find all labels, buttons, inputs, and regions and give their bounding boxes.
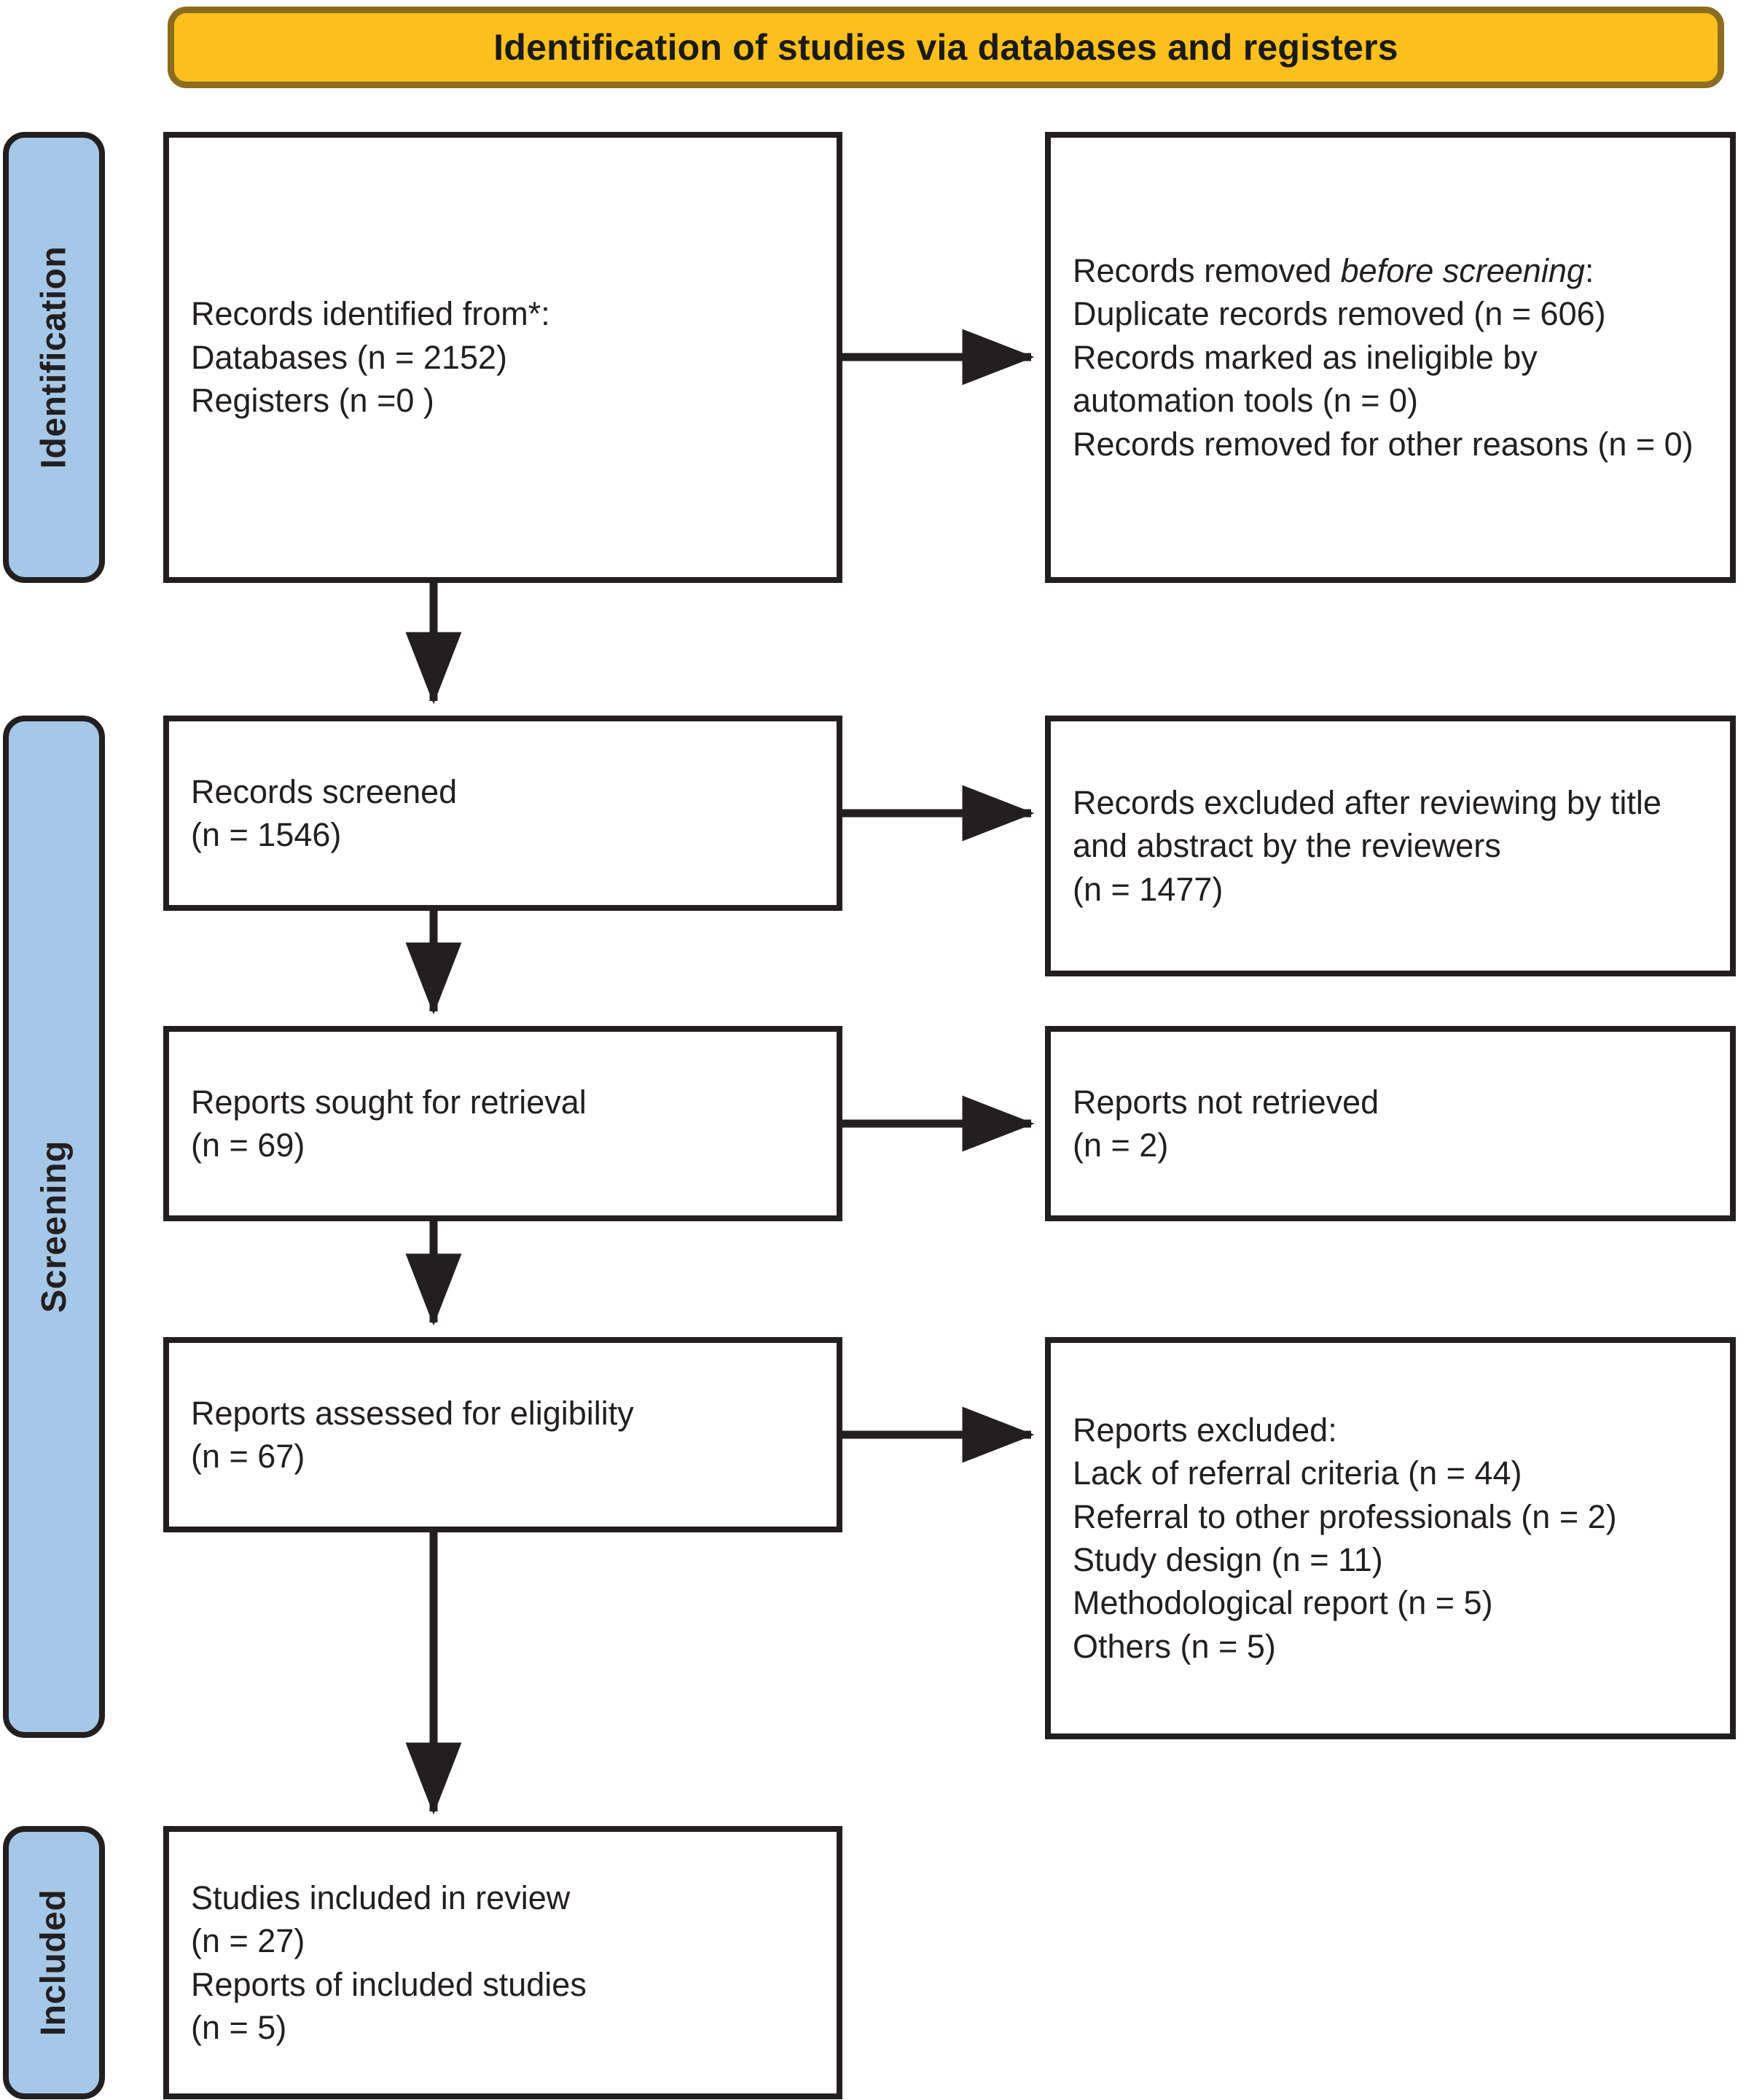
stage-tab-identification: Identification (3, 132, 105, 583)
line: Records identified from*: (191, 295, 550, 333)
box-reports-sought-for-retrieval: Reports sought for retrieval (n = 69) (163, 1026, 842, 1221)
stage-tab-screening-label: Screening (34, 1140, 74, 1313)
line: Reports assessed for eligibility (191, 1394, 634, 1432)
line: Reports not retrieved (1073, 1083, 1379, 1121)
box-records-screened-text: Records screened (n = 1546) (169, 770, 837, 857)
line: Referral to other professionals (n = 2) (1073, 1497, 1617, 1535)
line: Records excluded after reviewing by titl… (1073, 783, 1661, 865)
line: Records removed for other reasons (n = 0… (1073, 425, 1694, 463)
box-records-identified: Records identified from*: Databases (n =… (163, 132, 842, 583)
line: Lack of referral criteria (n = 44) (1073, 1454, 1522, 1492)
line: (n = 1477) (1073, 870, 1224, 908)
stage-tab-included: Included (3, 1826, 105, 2099)
line: Others (n = 5) (1073, 1627, 1276, 1665)
phase-banner-identification: Identification of studies via databases … (168, 7, 1724, 88)
lead-plain: Records removed (1073, 252, 1341, 290)
box-records-excluded-after-screening: Records excluded after reviewing by titl… (1045, 716, 1736, 976)
box-reports-excluded: Reports excluded: Lack of referral crite… (1045, 1337, 1736, 1739)
box-reports-assessed-for-eligibility: Reports assessed for eligibility (n = 67… (163, 1337, 842, 1532)
box-records-identified-text: Records identified from*: Databases (n =… (169, 292, 837, 422)
line: (n = 67) (191, 1438, 305, 1475)
phase-banner-label: Identification of studies via databases … (493, 26, 1398, 68)
line: Records marked as ineligible by automati… (1073, 338, 1538, 420)
box-studies-included-text: Studies included in review (n = 27) Repo… (169, 1876, 837, 2050)
lead-italic: before screening (1340, 252, 1585, 290)
stage-tab-included-label: Included (34, 1889, 74, 2037)
box-reports-not-retrieved: Reports not retrieved (n = 2) (1045, 1026, 1736, 1221)
box-records-excluded-text: Records excluded after reviewing by titl… (1051, 781, 1730, 911)
box-reports-excluded-text: Reports excluded: Lack of referral crite… (1051, 1409, 1730, 1668)
lead-tail: : (1584, 252, 1594, 290)
line: (n = 69) (191, 1127, 305, 1164)
line: Reports excluded: (1073, 1411, 1337, 1449)
box-records-removed-before-screening: Records removed before screening: Duplic… (1045, 132, 1736, 583)
box-studies-included: Studies included in review (n = 27) Repo… (163, 1826, 842, 2099)
stage-tab-screening: Screening (3, 716, 105, 1738)
line: Study design (n = 11) (1073, 1541, 1383, 1578)
line: (n = 1546) (191, 816, 342, 853)
line: (n = 27) (191, 1922, 305, 1960)
stage-tab-identification-label: Identification (34, 246, 74, 469)
line: Methodological report (n = 5) (1073, 1584, 1493, 1622)
line: Databases (n = 2152) (191, 338, 508, 376)
line: Records screened (191, 772, 458, 810)
box-records-removed-text: Records removed before screening: Duplic… (1051, 249, 1730, 466)
line: Registers (n =0 ) (191, 382, 434, 420)
line-lead: Records removed before screening: (1073, 249, 1708, 292)
line: Reports of included studies (191, 1965, 587, 2003)
box-reports-sought-text: Reports sought for retrieval (n = 69) (169, 1081, 837, 1167)
box-reports-assessed-text: Reports assessed for eligibility (n = 67… (169, 1392, 837, 1478)
box-records-screened: Records screened (n = 1546) (163, 716, 842, 911)
line: Reports sought for retrieval (191, 1083, 587, 1121)
line: (n = 5) (191, 2008, 287, 2046)
line: Duplicate records removed (n = 606) (1073, 295, 1606, 333)
line: Studies included in review (191, 1878, 571, 1916)
box-reports-not-retrieved-text: Reports not retrieved (n = 2) (1051, 1081, 1730, 1167)
line: (n = 2) (1073, 1127, 1169, 1164)
